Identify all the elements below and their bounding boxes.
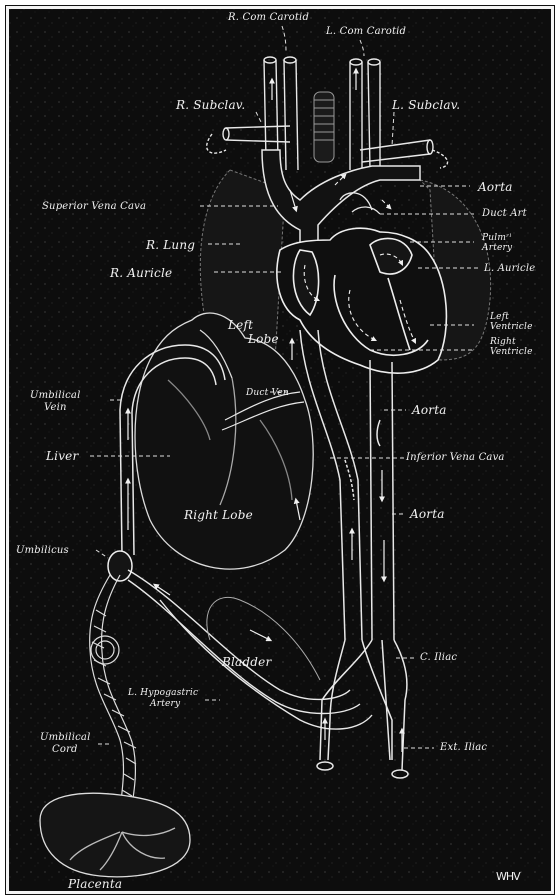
label-r-com-carotid: R. Com Carotid xyxy=(228,12,309,23)
label-duct-ven: Duct Ven xyxy=(246,388,289,398)
label-c-iliac: C. Iliac xyxy=(420,652,457,663)
label-superior-vena-cava: Superior Vena Cava xyxy=(42,201,146,212)
label-right-ventricle-line1: Right xyxy=(490,337,516,347)
label-r-lung: R. Lung xyxy=(146,238,195,252)
artist-signature: WHV xyxy=(496,870,520,884)
label-placenta: Placenta xyxy=(68,877,122,891)
label-pulm-artery-line1: Pulmʳˡ xyxy=(482,233,512,243)
label-left-lobe-line2: Lobe xyxy=(248,332,279,346)
label-umbilicus: Umbilicus xyxy=(16,545,69,556)
label-aorta-mid: Aorta xyxy=(412,403,447,417)
label-umbilical-cord-line1: Umbilical xyxy=(40,732,90,743)
label-right-ventricle-line2: Ventricle xyxy=(490,347,533,357)
label-duct-art: Duct Art xyxy=(482,208,527,219)
label-l-subclav: L. Subclav. xyxy=(392,98,460,112)
label-left-lobe-line1: Left xyxy=(228,318,253,332)
label-umbilical-cord-line2: Cord xyxy=(52,744,78,755)
label-aorta-low: Aorta xyxy=(410,507,445,521)
label-bladder: Bladder xyxy=(222,655,271,669)
label-r-auricle: R. Auricle xyxy=(110,266,172,280)
label-inferior-vena-cava: Inferior Vena Cava xyxy=(406,452,505,463)
umbilicus xyxy=(108,551,132,581)
label-r-subclav: R. Subclav. xyxy=(176,98,245,112)
label-right-lobe: Right Lobe xyxy=(184,508,253,522)
label-umbilical-vein-line1: Umbilical xyxy=(30,390,80,401)
label-liver: Liver xyxy=(46,449,78,463)
label-aorta-top: Aorta xyxy=(478,180,513,194)
label-l-auricle: L. Auricle xyxy=(484,263,535,274)
label-left-ventricle-line2: Ventricle xyxy=(490,322,533,332)
label-umbilical-vein-line2: Vein xyxy=(44,402,67,413)
label-ext-iliac: Ext. Iliac xyxy=(440,742,487,753)
label-l-hypogastric-line1: L. Hypogastric xyxy=(128,688,198,698)
trachea xyxy=(314,92,334,162)
label-l-com-carotid: L. Com Carotid xyxy=(326,26,406,37)
label-l-hypogastric-line2: Artery xyxy=(150,699,180,709)
label-pulm-artery-line2: Artery xyxy=(482,243,512,253)
label-left-ventricle-line1: Left xyxy=(490,312,509,322)
